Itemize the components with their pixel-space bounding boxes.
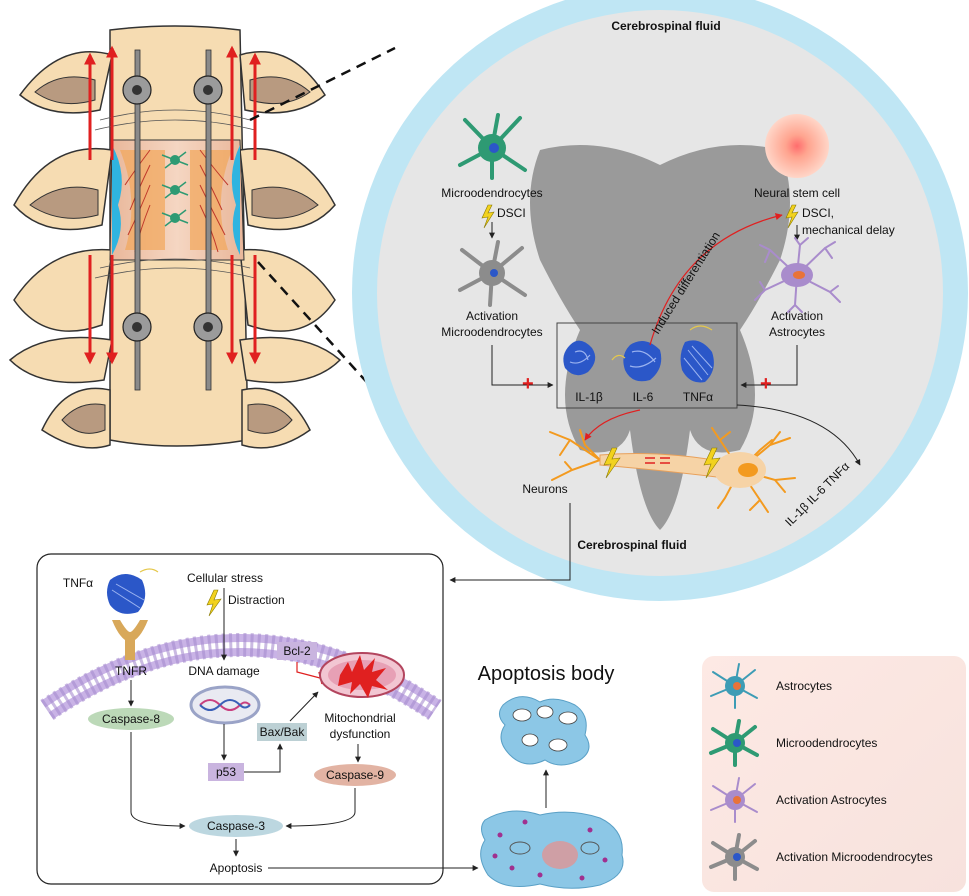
dna-icon (189, 685, 261, 725)
caspase8-label: Caspase-8 (102, 712, 160, 726)
bcl2-node (277, 642, 317, 660)
fixation-rod-right (205, 49, 212, 391)
tnfa-protein (107, 568, 159, 614)
activated-astro-label-2: Astrocytes (769, 325, 825, 339)
legend-cell-icon (709, 719, 759, 767)
protein-tnfa (680, 325, 714, 383)
plus-sign-left: + (522, 373, 534, 395)
tnfr-label: TNFR (115, 664, 147, 678)
tnfr-receptor (112, 620, 148, 660)
apoptosis-label: Apoptosis (210, 861, 263, 875)
neuron-illustration (549, 427, 796, 513)
apoptosis-body-illustration: Apoptosis body (478, 663, 624, 889)
apoptosis-panel: TNFα TNFR Caspase-8 Cellular stress Dist… (36, 553, 479, 885)
arrow-baxbak-mito (289, 691, 319, 722)
p53-label: p53 (216, 765, 236, 779)
lightning-icon (785, 204, 799, 229)
neurons-label: Neurons (522, 482, 567, 496)
cytokine-label-il6: IL-6 (633, 390, 654, 404)
arrow-induced-differentiation (649, 213, 783, 346)
activated-microglia-cell (458, 240, 527, 307)
lightning-icon (206, 589, 222, 617)
legend-label: Activation Microodendrocytes (776, 850, 933, 864)
activated-microglia-label-1: Activation (466, 309, 518, 323)
legend-label: Astrocytes (776, 679, 832, 693)
distraction-label: Distraction (228, 593, 285, 607)
apoptosis-body-title: Apoptosis body (478, 663, 615, 685)
dna-damage-label: DNA damage (188, 664, 260, 678)
process-left-4 (8, 336, 113, 384)
caspase9-label: Caspase-9 (326, 768, 384, 782)
distraction-arrows (84, 45, 261, 365)
arrow-astro-to-cytokines (740, 345, 798, 388)
cytokine-label-il1b: IL-1β (575, 390, 603, 404)
activated-astro-label-1: Activation (771, 309, 823, 323)
tnfa-label: TNFα (63, 576, 93, 590)
spine-illustration (8, 25, 342, 449)
cytokine-box (556, 322, 738, 409)
cellular-stress-label: Cellular stress (187, 571, 263, 585)
microglia-label: Microodendrocytes (441, 186, 542, 200)
fixation-rod-left (134, 49, 141, 391)
caspase9-node (314, 764, 396, 786)
baxbak-label: Bax/Bak (260, 725, 306, 739)
p53-node (208, 763, 244, 781)
protein-il6 (611, 341, 662, 382)
mitochondria-icon (319, 652, 405, 698)
process-right-4 (239, 336, 342, 384)
microglia-trigger: DSCI (497, 206, 526, 220)
csf-label-bottom: Cerebrospinal fluid (577, 538, 686, 552)
cord-cells (161, 151, 189, 227)
arrow-cytokines-to-neurons (584, 409, 641, 441)
nsc-trigger-1: DSCI, (802, 206, 834, 220)
neural-stem-cell (765, 114, 829, 178)
spinal-cross-section: Cerebrospinal fluid Cerebrospinal fluid … (352, 0, 968, 601)
pedicle-screws (122, 75, 223, 342)
arrow-microglia-to-cytokines (491, 345, 554, 388)
caspase3-label: Caspase-3 (207, 819, 265, 833)
activated-microglia-label-2: Microodendrocytes (441, 325, 542, 339)
gray-matter (530, 145, 790, 530)
arrow-to-apoptosis-panel (449, 503, 571, 583)
inhibit-bcl2-mito (296, 662, 321, 679)
legend-cell-icon (710, 663, 758, 709)
activated-astrocyte-cell (754, 237, 841, 313)
nsc-label: Neural stem cell (754, 186, 840, 200)
bcl2-label: Bcl-2 (283, 644, 311, 658)
arrow-p53-baxbak (244, 743, 283, 773)
plus-sign-right: + (760, 373, 772, 395)
arrow-caspase8-caspase3 (130, 732, 186, 829)
baxbak-node (257, 723, 307, 741)
lightning-icon (481, 204, 495, 229)
legend-cell-icon (710, 777, 758, 823)
arrow-caspase9-caspase3 (285, 788, 356, 829)
mito-label-2: dysfunction (330, 727, 391, 741)
csf-label-top: Cerebrospinal fluid (611, 19, 720, 33)
nsc-trigger-2: mechanical delay (802, 223, 895, 237)
microglia-cell (458, 113, 527, 180)
legend-box (702, 656, 966, 892)
legend-label: Microodendrocytes (776, 736, 877, 750)
process-left-3 (13, 248, 113, 332)
caspase8-node (88, 708, 174, 730)
legend-label: Activation Astrocytes (776, 793, 887, 807)
legend-cell-icon (709, 833, 759, 881)
zoom-line-top (249, 46, 396, 122)
arrow-cytokines-out (736, 404, 861, 466)
cytokine-label-tnfa: TNFα (683, 390, 713, 404)
lightning-icon (703, 447, 721, 479)
caspase3-node (189, 815, 283, 837)
protein-il1b (563, 340, 596, 376)
lightning-icon (603, 447, 621, 479)
mito-label-1: Mitochondrial (324, 711, 395, 725)
